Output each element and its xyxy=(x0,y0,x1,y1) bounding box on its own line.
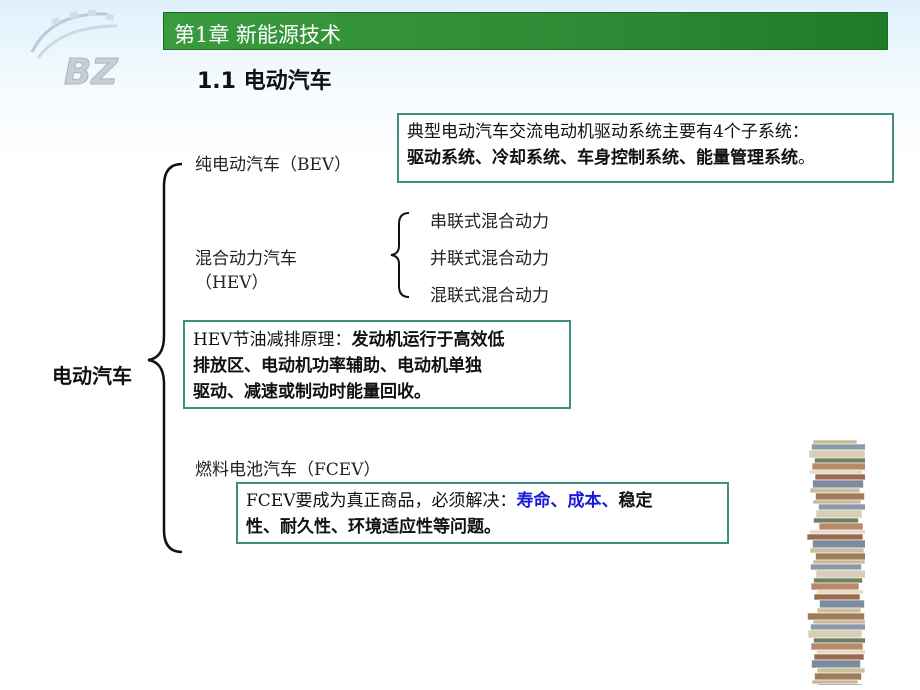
book-spine xyxy=(813,653,865,661)
bev-note-suffix: 。 xyxy=(798,148,815,168)
book-spine xyxy=(813,577,863,584)
book-spine xyxy=(816,667,865,674)
book-spine xyxy=(811,659,861,669)
book-spine xyxy=(813,517,859,524)
bev-note-bold: 驱动系统、冷却系统、车身控制系统、能量管理系统 xyxy=(407,148,798,168)
book-spine xyxy=(810,623,865,631)
book-spine xyxy=(809,547,865,554)
book-spine xyxy=(811,679,859,685)
book-spine xyxy=(812,539,865,549)
book-spine xyxy=(811,443,865,451)
book-spine xyxy=(815,492,865,501)
hev-type-combined: 混联式混合动力 xyxy=(430,286,549,306)
hev-note-prefix: HEV节油减排原理： xyxy=(193,330,352,350)
book-stack-image xyxy=(806,440,865,685)
bz-logo: BZ xyxy=(30,10,119,92)
fcev-note-prefix: FCEV要成为真正商品，必须解决： xyxy=(246,491,517,511)
book-spine xyxy=(815,552,865,561)
book-spine xyxy=(810,563,862,571)
book-spine xyxy=(818,522,864,531)
book-spine xyxy=(806,533,864,541)
bev-note-line1: 典型电动汽车交流电动机驱动系统主要有4个子系统： xyxy=(407,122,809,142)
book-spine xyxy=(814,473,865,481)
book-spine xyxy=(807,629,863,639)
book-spine xyxy=(812,479,864,489)
hev-label-line1: 混合动力汽车 xyxy=(195,249,297,269)
hev-type-series: 串联式混合动力 xyxy=(430,212,549,232)
book-spine xyxy=(812,440,858,445)
book-spine xyxy=(817,683,863,685)
book-spine xyxy=(814,457,865,464)
hev-brace xyxy=(390,212,410,298)
fcev-note-bold-1: 稳定 xyxy=(618,491,653,511)
book-spine xyxy=(812,499,862,505)
hev-note-bold-3: 驱动、减速或制动时能量回收。 xyxy=(193,382,431,402)
hev-note-bold-2: 排放区、电动机功率辅助、电动机单独 xyxy=(193,356,482,376)
book-spine xyxy=(813,593,861,601)
fcev-note-box: FCEV要成为真正商品，必须解决：寿命、成本、稳定 性、耐久性、环境适应性等问题… xyxy=(236,482,729,544)
book-spine xyxy=(818,503,865,511)
chapter-header-bar: 第1章 新能源技术 xyxy=(163,12,888,50)
book-spine xyxy=(815,509,863,519)
book-spine xyxy=(808,449,865,459)
book-spine xyxy=(809,529,865,535)
fcev-note-blue: 寿命、成本、 xyxy=(516,491,619,511)
book-spine xyxy=(811,462,865,471)
chapter-title: 第1章 新能源技术 xyxy=(174,23,342,47)
book-spine xyxy=(815,569,865,579)
book-spine xyxy=(809,487,861,494)
section-title: 1.1 电动汽车 xyxy=(197,69,332,94)
book-spine xyxy=(810,582,860,591)
book-spine xyxy=(812,619,865,625)
book-spine xyxy=(807,612,865,621)
hev-note-box: HEV节油减排原理：发动机运行于高效低 排放区、电动机功率辅助、电动机单独 驱动… xyxy=(183,320,571,409)
book-spine xyxy=(816,649,865,655)
book-spine xyxy=(814,672,862,681)
book-spine xyxy=(816,607,862,614)
book-spine xyxy=(813,637,865,644)
main-brace xyxy=(147,162,183,554)
hev-note-bold-1: 发动机运行于高效低 xyxy=(351,330,505,350)
bev-note-box: 典型电动汽车交流电动机驱动系统主要有4个子系统： 驱动系统、冷却系统、车身控制系… xyxy=(397,113,894,183)
hev-type-parallel: 并联式混合动力 xyxy=(430,249,549,269)
fcev-note-bold-2: 性、耐久性、环境适应性等问题。 xyxy=(246,517,501,537)
hev-label-line2: （HEV） xyxy=(195,273,269,293)
book-spine xyxy=(812,559,865,565)
bev-label: 纯电动汽车（BEV） xyxy=(195,155,352,175)
main-label: 电动汽车 xyxy=(52,364,132,388)
fcev-label: 燃料电池汽车（FCEV） xyxy=(195,460,381,480)
book-spine xyxy=(809,469,863,475)
logo-text: BZ xyxy=(64,52,118,92)
book-spine xyxy=(819,599,865,609)
book-spine xyxy=(816,589,864,595)
book-spine xyxy=(810,642,864,651)
